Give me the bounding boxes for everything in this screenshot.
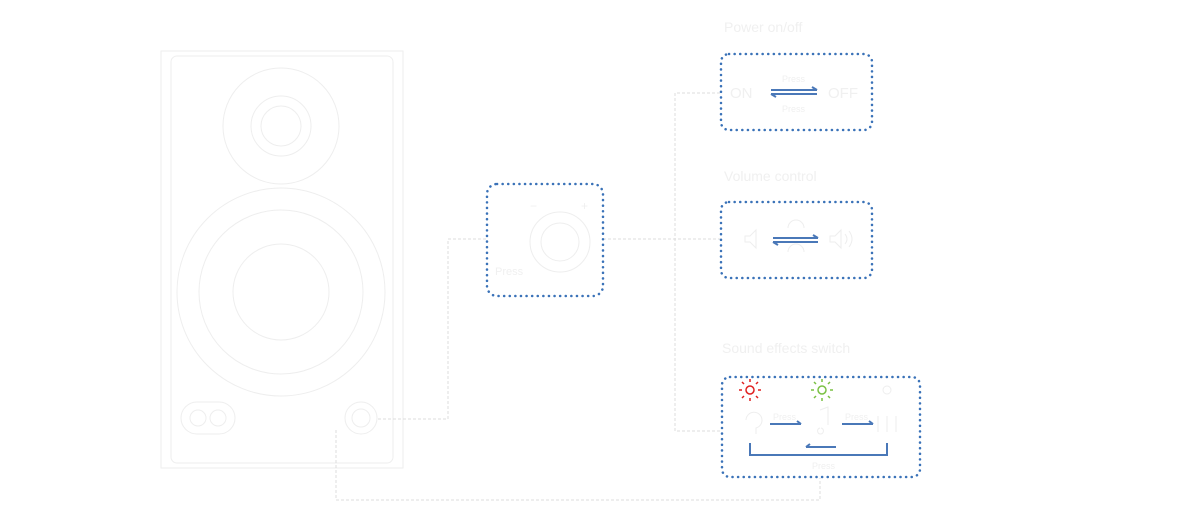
arrow-back-icon (805, 443, 836, 448)
arrow-2-icon (842, 420, 874, 425)
voice-mode-icon (745, 411, 763, 434)
power-title: Power on/off (724, 19, 802, 35)
led-green-icon (811, 379, 833, 401)
volume-section: Volume control (719, 168, 874, 280)
equalizer-mode-icon (877, 416, 897, 432)
effects-title: Sound effects switch (722, 340, 850, 356)
speaker-high-icon (829, 228, 853, 250)
led-red-icon (739, 379, 761, 401)
knob-icon (529, 211, 591, 273)
arrow-right-icon (771, 86, 818, 91)
power-box (719, 52, 874, 132)
arrow-left-icon (770, 93, 817, 98)
led-off-icon (882, 385, 892, 395)
connector-lines (335, 92, 821, 501)
press-bottom-label: Press (782, 104, 806, 114)
off-label: OFF (828, 85, 858, 102)
plus-icon: + (581, 199, 588, 213)
music-mode-icon (817, 406, 829, 435)
arrow-1-icon (770, 420, 802, 425)
volume-arrows-icon (772, 234, 819, 246)
minus-icon: − (530, 199, 537, 213)
on-label: ON (730, 85, 753, 102)
press-top-label: Press (782, 74, 806, 84)
knob-box (485, 182, 605, 298)
volume-box (719, 200, 874, 280)
press-back-label: Press (812, 461, 836, 471)
speaker-low-icon (744, 228, 757, 250)
press-1-label: Press (773, 412, 797, 422)
effects-box (720, 375, 922, 479)
rotate-icon (787, 219, 805, 229)
knob-detail: − + Press (485, 182, 605, 298)
power-section: Power on/off ON OFF Press Press (719, 19, 874, 132)
loop-bracket (749, 443, 888, 456)
speaker-illustration (160, 50, 404, 469)
knob-label: Press (495, 266, 524, 278)
volume-title: Volume control (724, 168, 817, 184)
effects-section: Sound effects switch Press Press Press (720, 340, 922, 479)
press-2-label: Press (845, 412, 869, 422)
